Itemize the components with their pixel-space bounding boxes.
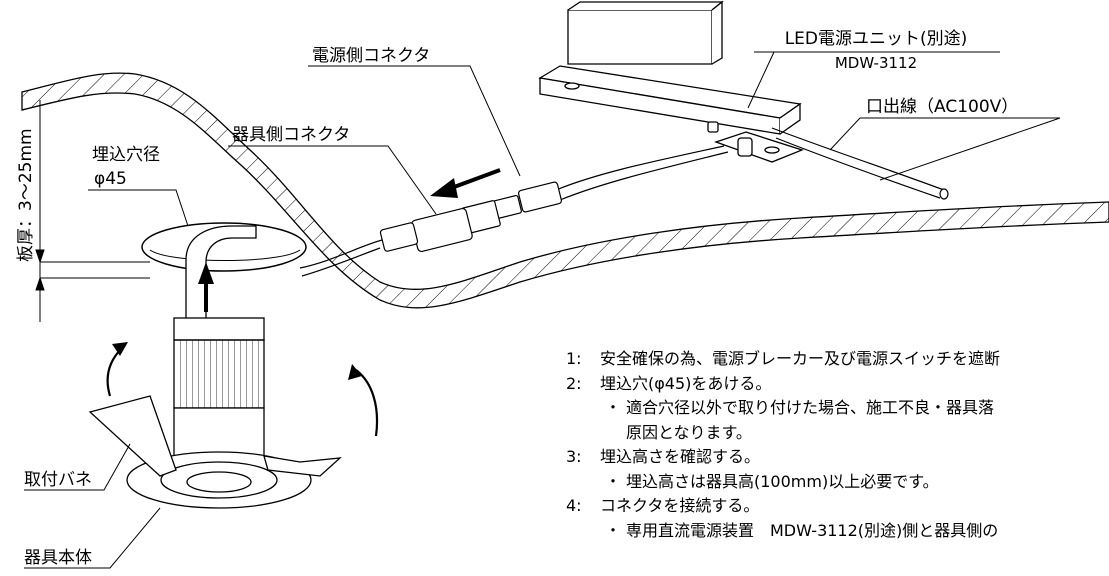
step-2: 2: 埋込穴(φ45)をあける。 — [566, 372, 1109, 397]
bullet: ・ — [604, 520, 621, 540]
step-1: 1: 安全確保の為、電源ブレーカー及び電源スイッチを遮断 — [566, 347, 1109, 372]
hole-diameter-title: 埋込穴径 — [92, 145, 160, 165]
connectors — [299, 181, 563, 277]
led-power-unit — [538, 0, 804, 163]
led-unit-model-label: MDW-3112 — [835, 54, 917, 72]
leader-lines — [24, 51, 1061, 569]
step-number: 3: — [566, 447, 582, 466]
step-3: 3: 埋込高さを確認する。 — [566, 445, 1109, 470]
step-4-note: ・ 専用直流電源装置 MDW-3112(別途)側と器具側の — [566, 519, 1109, 544]
fixture-body — [88, 225, 342, 509]
bullet: ・ — [604, 471, 621, 491]
installation-steps: 1: 安全確保の為、電源ブレーカー及び電源スイッチを遮断 2: 埋込穴(φ45)… — [566, 347, 1109, 543]
hole-diameter-value: φ45 — [94, 169, 127, 189]
led-unit-name-label: LED電源ユニット(別途) — [785, 29, 968, 49]
note-text: 専用直流電源装置 MDW-3112(別途)側と器具側の — [626, 520, 999, 540]
board-thickness-label: 板厚：3～25mm — [16, 128, 36, 262]
fixture-connector-label: 器具側コネクタ — [232, 125, 350, 145]
insert-up-arrow — [198, 262, 214, 312]
step-text: 安全確保の為、電源ブレーカー及び電源スイッチを遮断 — [600, 349, 1001, 368]
insert-direction-arrow — [430, 168, 501, 198]
power-connector-label: 電源側コネクタ — [312, 46, 430, 66]
fixture-body-label: 器具本体 — [24, 548, 92, 568]
step-number: 4: — [566, 496, 582, 515]
step-2-note: ・ 適合穴径以外で取り付けた場合、施工不良・器具落 — [566, 396, 1109, 421]
step-3-note: ・ 埋込高さは器具高(100mm)以上必要です。 — [566, 470, 1109, 495]
note-text: 埋込高さは器具高(100mm)以上必要です。 — [626, 471, 939, 491]
step-text: 埋込高さを確認する。 — [600, 447, 761, 466]
ceiling-board — [21, 72, 1109, 309]
step-2-note-continued: 原因となります。 — [626, 422, 752, 442]
note-text: 適合穴径以外で取り付けた場合、施工不良・器具落 — [626, 398, 995, 417]
output-wires — [555, 127, 949, 201]
output-wire-label: 口出線（AC100V） — [866, 97, 1018, 117]
step-4: 4: コネクタを接続する。 — [566, 494, 1109, 519]
step-number: 2: — [566, 373, 582, 393]
mounting-spring-label: 取付バネ — [24, 470, 92, 490]
step-number: 1: — [566, 349, 582, 368]
step-text: コネクタを接続する。 — [600, 496, 760, 515]
thickness-dimension — [35, 100, 150, 322]
step-text: 埋込穴(φ45)をあける。 — [600, 373, 772, 393]
bullet: ・ — [604, 398, 621, 417]
